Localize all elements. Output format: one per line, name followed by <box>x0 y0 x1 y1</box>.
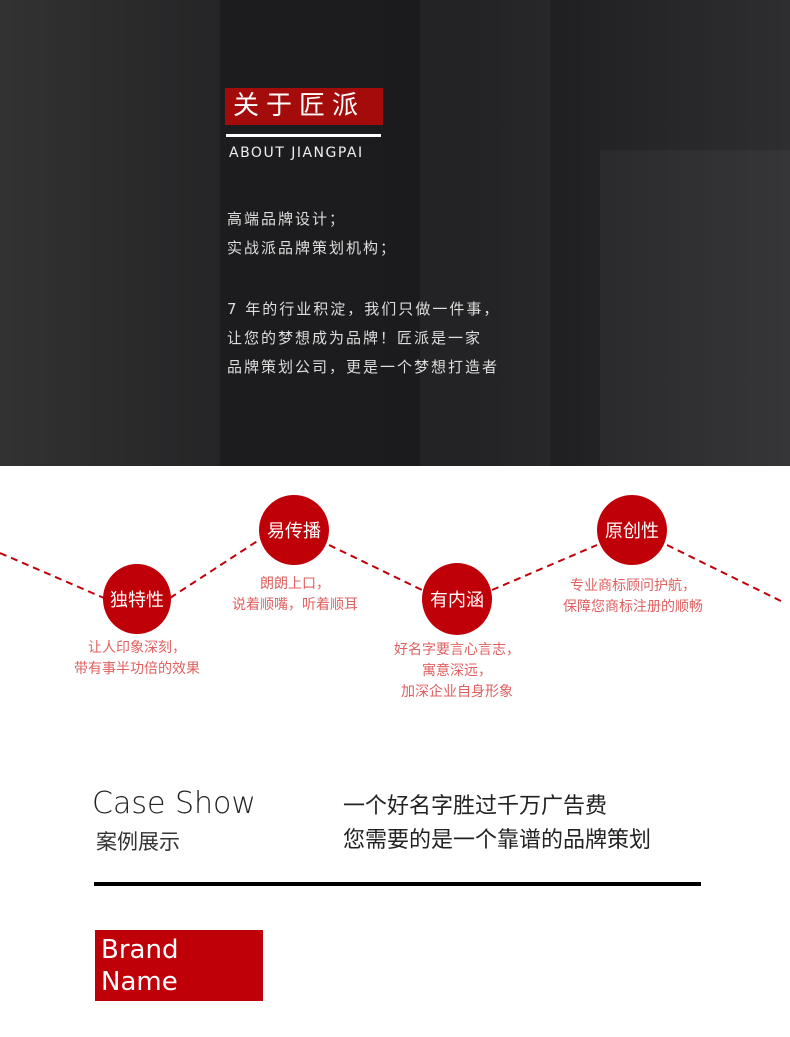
desc-line: 让您的梦想成为品牌！匠派是一家 <box>227 329 483 347</box>
dashed-connector <box>0 539 786 604</box>
desc-line: 7 年的行业积淀，我们只做一件事， <box>227 300 501 318</box>
intro-line: 高端品牌设计； <box>227 210 347 228</box>
about-intro: 高端品牌设计； 实战派品牌策划机构； <box>227 205 397 263</box>
brand-name-label: Brand Name 品牌取名 <box>95 930 263 1025</box>
feature-caption: 好名字要言心言志，寓意深远，加深企业自身形象 <box>394 642 520 700</box>
case-title-en: Case Show <box>92 786 256 821</box>
feature-spread: 易传播 <box>259 495 329 565</box>
about-title: 关于匠派 <box>225 88 383 125</box>
feature-caption: 专业商标顾问护航，保障您商标注册的顺畅 <box>563 578 703 615</box>
title-divider <box>226 134 381 137</box>
feature-unique: 独特性 <box>103 564 171 634</box>
brand-cn: 品牌取名 <box>101 1001 181 1025</box>
intro-line: 实战派品牌策划机构； <box>227 239 398 257</box>
feature-meaning: 有内涵 <box>422 563 492 635</box>
feature-caption: 朗朗上口，说着顺嘴，听着顺耳 <box>232 576 358 613</box>
feature-caption: 让人印象深刻，带有事半功倍的效果 <box>74 640 200 677</box>
feature-original: 原创性 <box>597 495 667 565</box>
brand-en: Brand Name <box>101 935 179 997</box>
case-title-cn: 案例展示 <box>96 830 180 854</box>
about-subtitle: ABOUT JIANGPAI <box>229 145 364 161</box>
slogan-line: 您需要的是一个靠谱的品牌策划 <box>343 828 652 853</box>
section-divider <box>94 882 701 886</box>
slogan-line: 一个好名字胜过千万广告费 <box>343 794 608 819</box>
about-hero: 关于匠派 ABOUT JIANGPAI 高端品牌设计； 实战派品牌策划机构； 7… <box>0 0 790 466</box>
desc-line: 品牌策划公司，更是一个梦想打造者 <box>227 358 500 376</box>
about-description: 7 年的行业积淀，我们只做一件事， 让您的梦想成为品牌！匠派是一家 品牌策划公司… <box>227 295 500 382</box>
